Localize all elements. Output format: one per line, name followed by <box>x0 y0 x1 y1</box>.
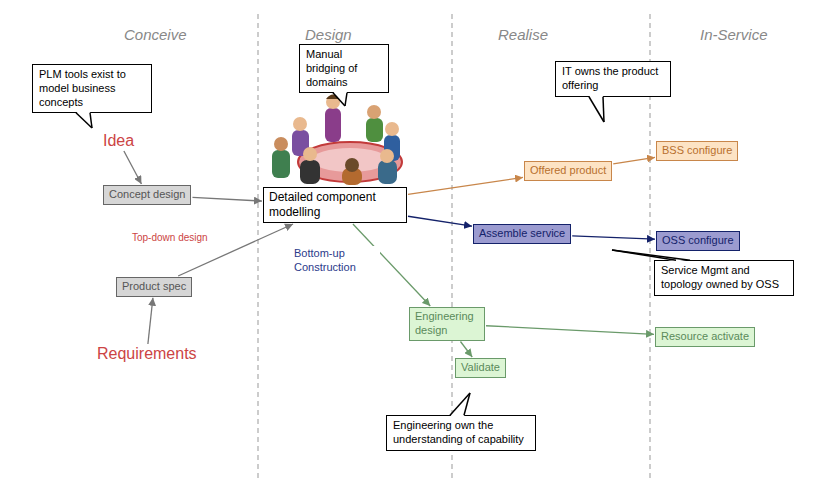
process-box: Resource activate <box>655 327 755 347</box>
tail-fill <box>76 112 92 129</box>
region-label: Top-down design <box>132 232 208 243</box>
column-header: Design <box>302 26 355 43</box>
label-text: IT owns the product offering <box>562 65 664 93</box>
tail-edge <box>450 393 470 415</box>
ellipse-region: Engineering own the understanding of cap… <box>325 283 795 407</box>
process-box: Offered product <box>524 161 612 181</box>
process-box: Detailed component modelling <box>263 187 407 223</box>
tail-edge <box>90 113 92 128</box>
person-head <box>303 147 317 161</box>
callout-tail <box>556 62 557 63</box>
ellipse-shape <box>326 284 794 406</box>
person-body <box>366 118 383 142</box>
tail-edge <box>612 250 690 260</box>
ellipse-region: IT owns the product offeringOffered prod… <box>460 104 810 200</box>
label-text: Requirements <box>97 345 197 363</box>
label-text: Top-down design <box>132 232 208 243</box>
process-box: OSS configure <box>656 231 740 251</box>
tail-fill <box>450 393 470 417</box>
label-text: Concept design <box>109 188 185 202</box>
column-header: Conceive <box>121 26 190 43</box>
label-text: Manual bridging of domains <box>306 48 382 89</box>
process-box: Assemble service <box>473 224 571 244</box>
connector <box>148 298 153 344</box>
person-head <box>345 158 359 172</box>
connector <box>486 326 654 335</box>
column-divider <box>258 14 259 478</box>
ellipse-shape <box>461 105 809 199</box>
table-top <box>312 148 388 172</box>
label-text: PLM tools exist to model business concep… <box>39 68 145 109</box>
tail-edge <box>589 97 604 122</box>
connector <box>178 224 293 276</box>
person-body <box>378 160 397 184</box>
callout-box: Engineering own the understanding of cap… <box>386 415 536 451</box>
person-body <box>272 150 290 178</box>
person-head <box>385 122 399 136</box>
connector <box>613 157 655 163</box>
tail-edge <box>464 393 470 415</box>
callout-tail <box>387 416 388 417</box>
label-text: Offered product <box>530 164 606 178</box>
tail-edge <box>76 113 92 128</box>
connector <box>192 197 262 201</box>
column-divider <box>452 14 453 478</box>
ellipse-outline <box>25 80 255 452</box>
label-text: Detailed component modelling <box>269 190 401 220</box>
person-head <box>274 137 288 151</box>
connector <box>572 236 655 239</box>
process-box: Concept design <box>103 185 191 205</box>
text-node: Idea <box>103 132 134 150</box>
label-text: BSS configure <box>662 144 732 158</box>
person-head <box>293 117 307 131</box>
label-text: Resource activate <box>661 330 749 344</box>
tail-edge <box>345 93 347 106</box>
label-text: Validate <box>461 361 500 375</box>
ellipse-shape <box>26 81 254 451</box>
meeting-illustration <box>272 95 402 186</box>
person-head <box>367 105 381 119</box>
tail-fill <box>612 250 690 262</box>
callout-tail <box>300 45 301 46</box>
label-text: Assemble service <box>479 227 565 241</box>
connector <box>460 342 472 358</box>
tail-fill <box>589 96 604 123</box>
callout-box: IT owns the product offering <box>555 61 671 97</box>
connector <box>124 151 142 184</box>
column-header: In-Service <box>697 26 771 43</box>
text-node: Requirements <box>97 345 197 363</box>
label-text: Service Mgmt and topology owned by OSS <box>661 264 787 292</box>
annotation-label: Bottom-up Construction <box>292 246 380 276</box>
process-box: Product spec <box>116 277 192 297</box>
label-text: Idea <box>103 132 134 150</box>
process-box: BSS configure <box>656 141 738 161</box>
ellipse-region: PLM tools exist to model business concep… <box>25 80 255 452</box>
process-box: Engineering design <box>409 307 485 341</box>
tail-fill <box>333 92 347 107</box>
label-text: Engineering own the understanding of cap… <box>393 419 529 447</box>
tail-edge <box>603 97 604 122</box>
connector <box>408 177 523 194</box>
connector <box>408 216 472 226</box>
person-body <box>300 160 320 184</box>
process-box: Validate <box>455 358 506 378</box>
column-header: Realise <box>495 26 551 43</box>
label-text: OSS configure <box>662 234 734 248</box>
callout-tail <box>655 261 656 262</box>
tail-edge <box>333 93 345 106</box>
ellipse-outline <box>460 104 810 200</box>
person-head <box>380 149 394 163</box>
callout-box: Manual bridging of domains <box>299 44 389 93</box>
label-text: Engineering design <box>415 310 479 338</box>
callout-box: PLM tools exist to model business concep… <box>32 64 152 113</box>
ellipse-region: Service Mgmt and topology owned by OSSAs… <box>448 198 810 282</box>
label-text: Product spec <box>122 280 186 294</box>
person-body <box>325 108 341 142</box>
callout-box: Service Mgmt and topology owned by OSS <box>654 260 794 296</box>
callout-tail <box>33 65 34 66</box>
